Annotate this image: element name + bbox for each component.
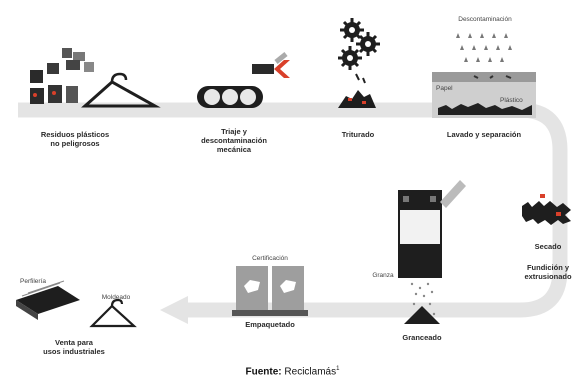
plastic-waste-icon — [30, 48, 94, 104]
granule-pile-icon — [404, 306, 440, 324]
annotation-certificacion: Certificación — [252, 255, 288, 262]
hanger-icon — [81, 72, 161, 108]
step-label-lavado: Lavado y separación — [446, 130, 522, 139]
step-label-venta: Venta para usos industriales — [43, 338, 105, 356]
sorting-arrow-icon — [252, 52, 290, 78]
source-text: Reciclamás — [284, 366, 337, 378]
step-label-empaquetado: Empaquetado — [245, 320, 295, 329]
step-label-fundicion: Fundición y extrusionado — [524, 263, 572, 281]
gears-icon — [338, 18, 380, 70]
profile-bars-icon — [16, 280, 80, 320]
annotation-moldeado: Moldeado — [101, 294, 131, 301]
annotation-plastico: Plástico — [500, 97, 523, 104]
annotation-papel: Papel — [436, 85, 453, 92]
step-label-triturado: Triturado — [341, 130, 375, 139]
track-arrowhead — [160, 296, 188, 324]
step-label-residuos: Residuos plásticos no peligrosos — [40, 130, 110, 148]
step-label-granceado: Granceado — [402, 333, 442, 342]
shredded-pile-icon — [338, 73, 376, 108]
packaged-sacks-icon — [232, 266, 308, 316]
molded-hanger-icon — [89, 298, 137, 328]
annotation-perfileria: Perfilería — [20, 278, 47, 285]
source-caption: Fuente: Reciclamás1 — [0, 366, 585, 377]
source-footnote-marker: 1 — [336, 366, 340, 372]
step-label-triaje: Triaje y descontaminación mecánica — [201, 127, 267, 154]
extruder-machine-icon — [398, 180, 466, 278]
water-drops-icon — [456, 33, 512, 62]
annotation-granza: Granza — [372, 272, 394, 279]
annotation-descontaminacion: Descontaminación — [458, 16, 512, 23]
source-label: Fuente: — [245, 366, 282, 378]
dried-flakes-icon — [522, 194, 571, 225]
step-label-secado: Secado — [534, 242, 562, 251]
washing-tank-icon — [432, 72, 536, 118]
conveyor-belt-icon — [197, 86, 263, 108]
